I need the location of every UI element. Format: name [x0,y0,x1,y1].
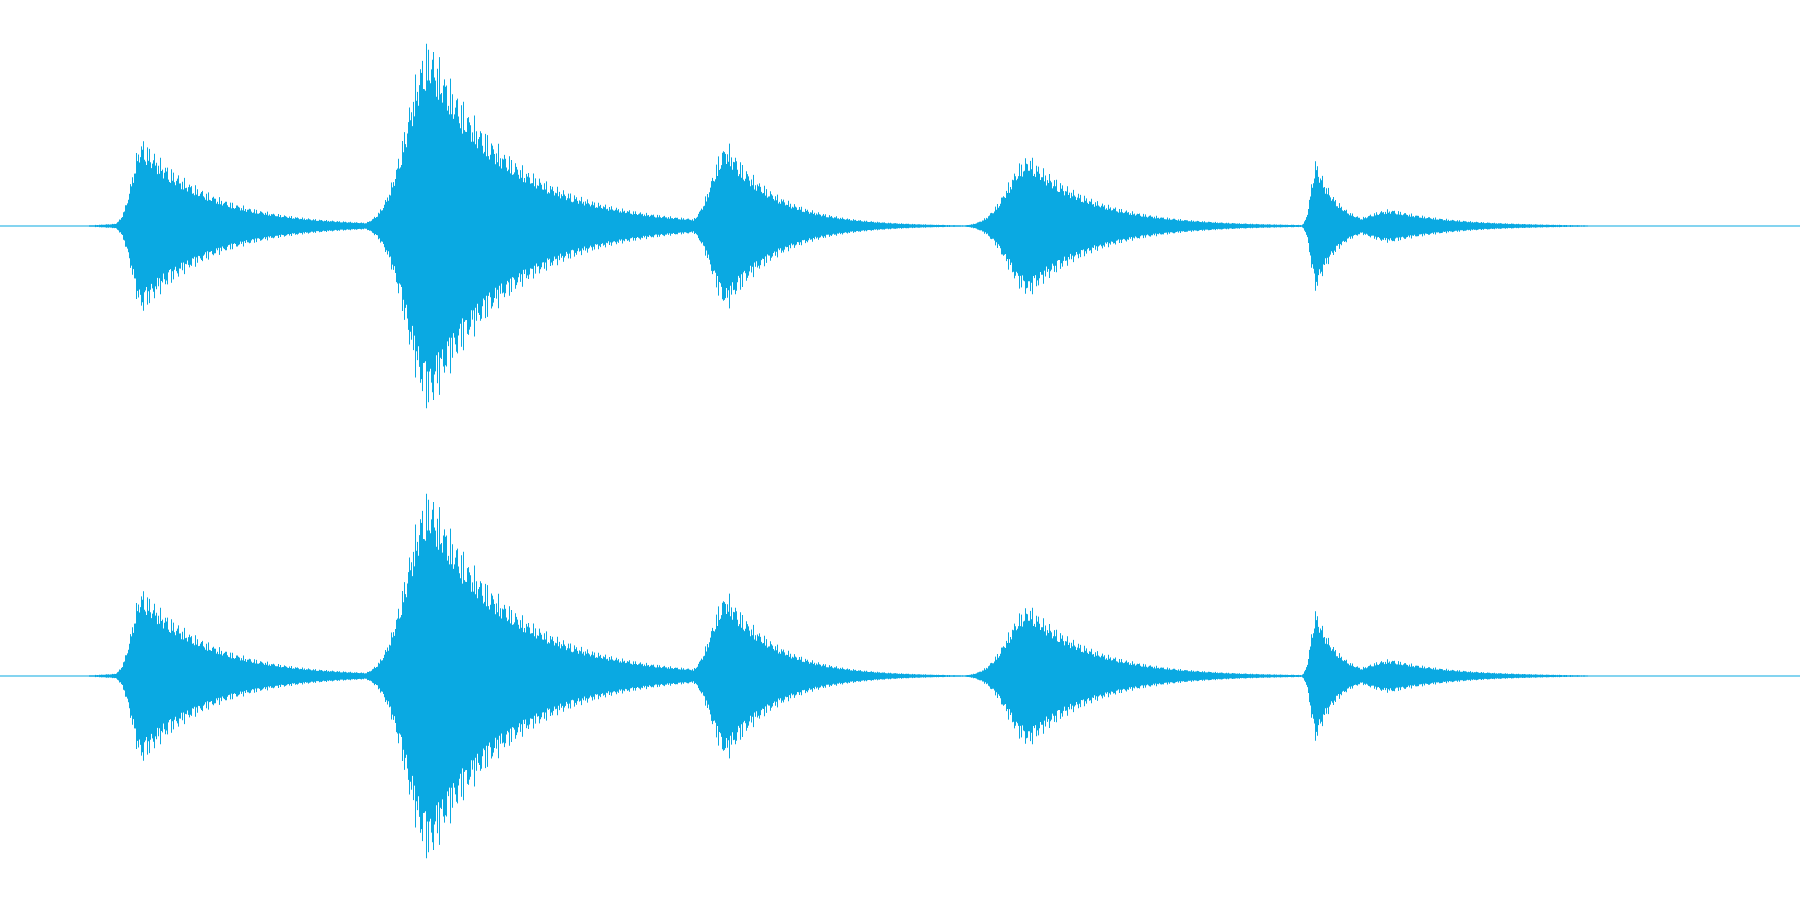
channel-right [0,493,1800,859]
channel-left [0,43,1800,409]
channel-waveform [89,43,1588,409]
channel-waveform [89,493,1588,859]
